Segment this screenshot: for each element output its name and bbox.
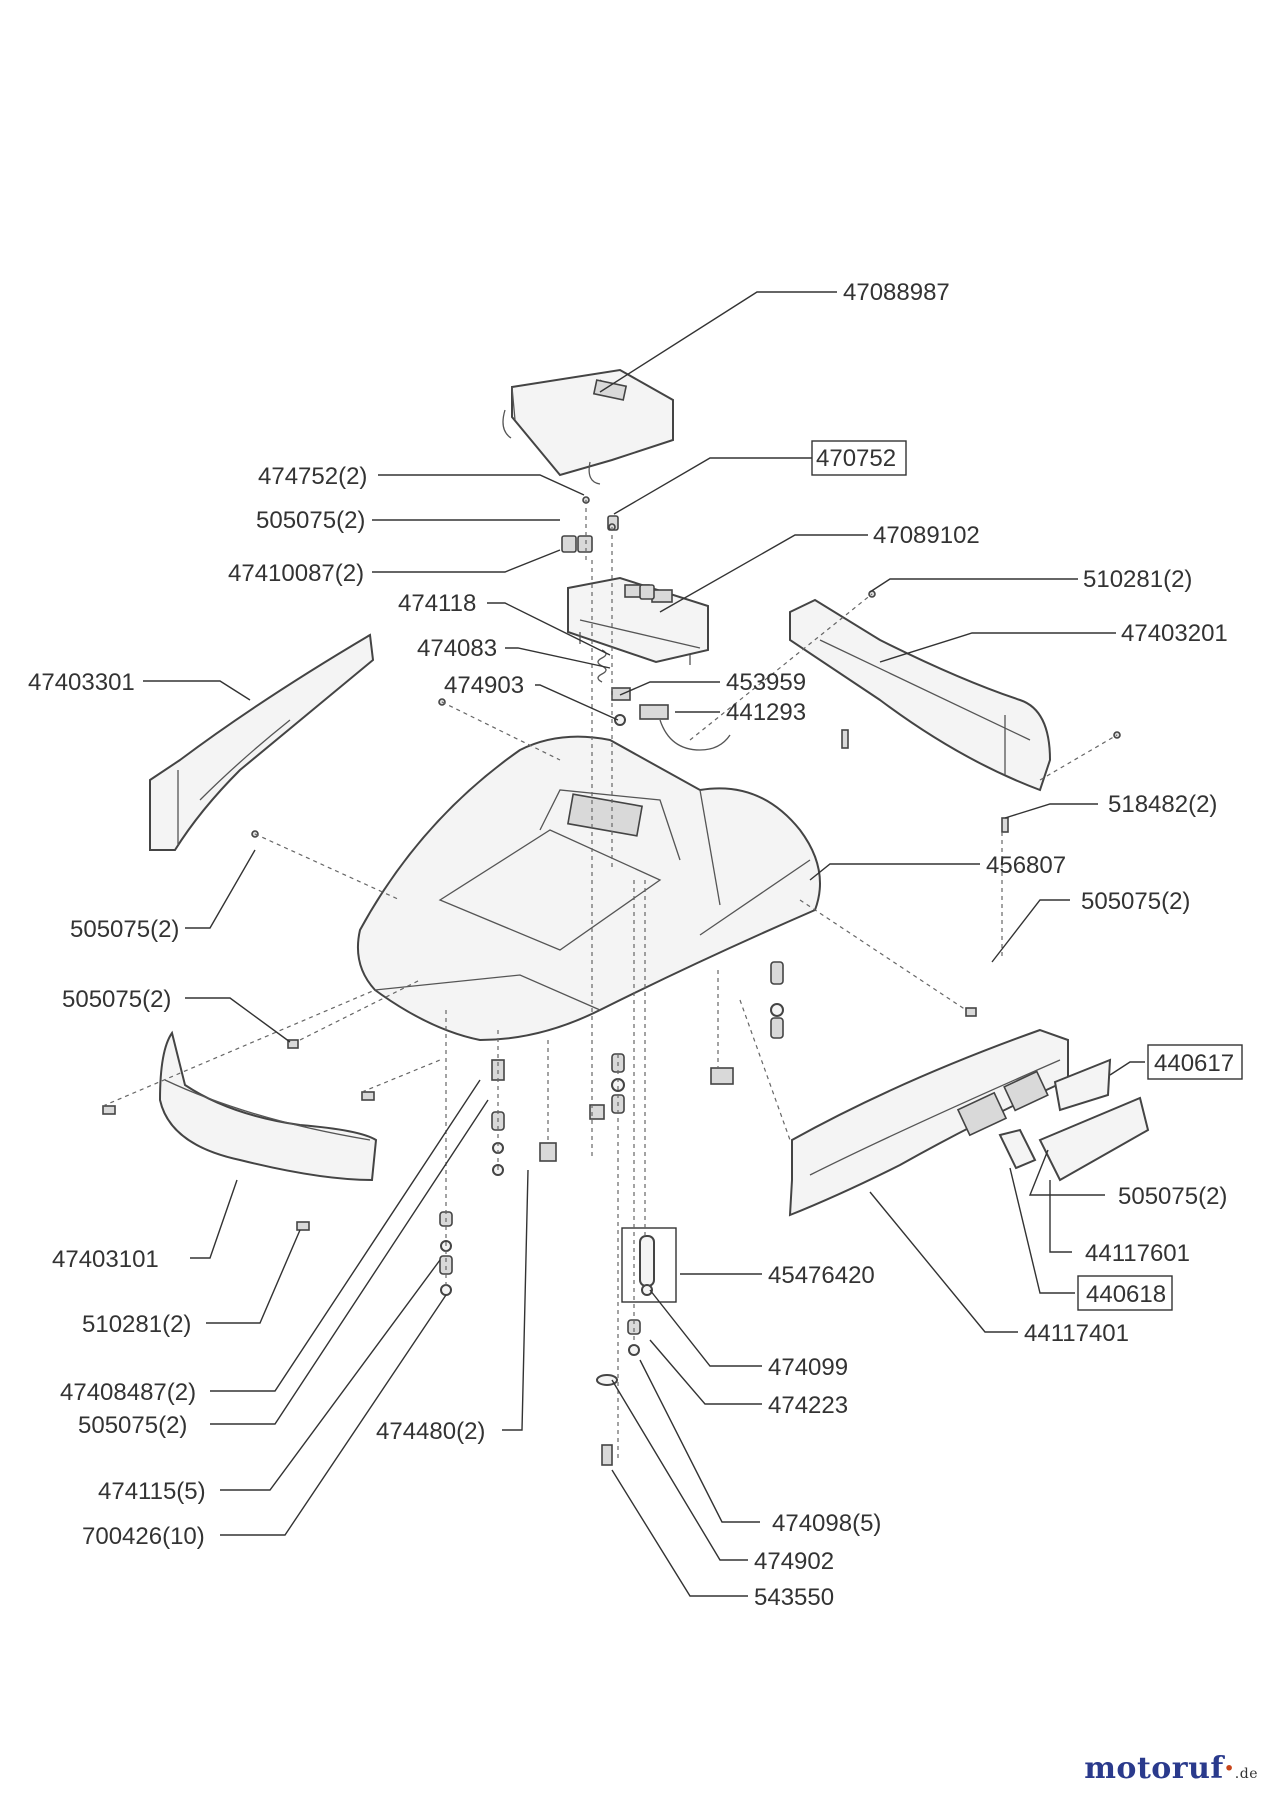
label-440618: 440618 — [1086, 1281, 1166, 1308]
front-bumper-part — [158, 1030, 378, 1182]
logo-tld: .de — [1234, 1766, 1258, 1782]
label-505075-e: 505075(2) — [1118, 1183, 1227, 1210]
label-510281-a: 510281(2) — [1083, 566, 1192, 593]
rear-bumper-part — [788, 1028, 1069, 1217]
label-505075-c: 505075(2) — [70, 916, 179, 943]
label-47088987: 47088987 — [843, 279, 950, 306]
label-440617: 440617 — [1154, 1050, 1234, 1077]
lid-cover-part — [502, 368, 674, 485]
label-510281-b: 510281(2) — [82, 1311, 191, 1338]
label-47403101: 47403101 — [52, 1246, 159, 1273]
brand-logo: motoruf·.de — [1084, 1751, 1258, 1786]
label-474083: 474083 — [417, 635, 497, 662]
label-474099: 474099 — [768, 1354, 848, 1381]
label-474118: 474118 — [398, 590, 476, 617]
label-47089102: 47089102 — [873, 522, 980, 549]
label-boxes — [811, 440, 1243, 1311]
spring-switch-part — [597, 649, 731, 751]
label-505075-f: 505075(2) — [78, 1412, 187, 1439]
label-456807: 456807 — [986, 852, 1066, 879]
label-543550: 543550 — [754, 1584, 834, 1611]
label-700426: 700426(10) — [82, 1523, 205, 1550]
logo-name: motoruf — [1084, 1751, 1224, 1786]
label-441293: 441293 — [726, 699, 806, 726]
label-44117401: 44117401 — [1024, 1320, 1129, 1347]
logo-dot: · — [1223, 1751, 1235, 1786]
label-474480: 474480(2) — [376, 1418, 485, 1445]
label-45476420: 45476420 — [768, 1262, 875, 1289]
label-47403201: 47403201 — [1121, 620, 1228, 647]
right-side-panel-part — [789, 598, 1052, 792]
assembly-dashed-lines — [102, 500, 1118, 1460]
label-474903: 474903 — [444, 672, 524, 699]
left-side-panel-part — [149, 633, 375, 851]
label-474223: 474223 — [768, 1392, 848, 1419]
label-474098: 474098(5) — [772, 1510, 881, 1537]
guide-pin-part — [621, 1227, 677, 1303]
label-474752: 474752(2) — [258, 463, 367, 490]
label-47403301: 47403301 — [28, 669, 135, 696]
label-470752: 470752 — [816, 445, 896, 472]
label-518482: 518482(2) — [1108, 791, 1217, 818]
label-505075-b: 505075(2) — [1081, 888, 1190, 915]
label-44117601: 44117601 — [1085, 1240, 1190, 1267]
label-47410087: 47410087(2) — [228, 560, 364, 587]
rear-brackets-part — [998, 1058, 1150, 1182]
label-505075-a: 505075(2) — [256, 507, 365, 534]
label-47408487: 47408487(2) — [60, 1379, 196, 1406]
leader-lines — [143, 291, 1145, 1597]
control-panel-part — [567, 576, 709, 665]
main-housing-part — [356, 735, 821, 1042]
label-474902: 474902 — [754, 1548, 834, 1575]
part-labels: 47088987 470752 474752(2) 505075(2) 4741… — [28, 279, 1234, 1611]
label-505075-d: 505075(2) — [62, 986, 171, 1013]
label-453959: 453959 — [726, 669, 806, 696]
label-474115: 474115(5) — [98, 1478, 206, 1505]
